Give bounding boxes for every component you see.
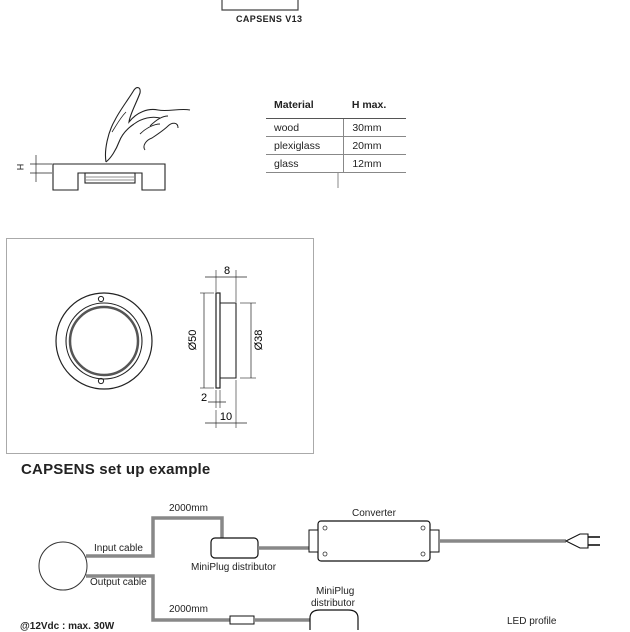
dim-flange: 2 — [201, 392, 207, 404]
sensor-side-view — [200, 270, 256, 428]
led-profile-label: LED profile — [507, 616, 557, 627]
table-row: glass 12mm — [266, 154, 406, 173]
dimension-h-label: H — [15, 163, 26, 171]
setup-section-title: CAPSENS set up example — [21, 461, 211, 478]
power-plug — [564, 533, 589, 549]
dim-outer-diameter: Ø50 — [187, 330, 199, 351]
table-header-row: Material H max. — [266, 95, 406, 119]
table-cell: 30mm — [343, 118, 406, 137]
sensor-front-view — [55, 292, 153, 390]
cable-length-bottom-label: 2000mm — [169, 604, 208, 615]
output-cable-label: Output cable — [90, 577, 147, 588]
sensor-disc — [38, 541, 88, 591]
setup-diagram — [38, 516, 600, 630]
table-cell: 20mm — [343, 136, 406, 155]
distributor-label: MiniPlug distributor — [191, 562, 277, 573]
drawing-frame — [6, 238, 314, 454]
table-row: plexiglass 20mm — [266, 136, 406, 155]
dim-inner-diameter: Ø38 — [253, 330, 265, 351]
miniplug-distributor-2 — [309, 609, 359, 630]
miniplug-distributor — [210, 537, 259, 559]
converter-label: Converter — [352, 508, 396, 519]
touch-diagram — [30, 87, 191, 191]
dim-width-top: 8 — [224, 265, 230, 277]
table-header-hmax: H max. — [343, 95, 406, 119]
table-cell: glass — [266, 154, 344, 173]
table-cell: 12mm — [343, 154, 406, 173]
table-cell: wood — [266, 118, 344, 137]
table-cell: plexiglass — [266, 136, 344, 155]
product-frame-remnant — [221, 0, 299, 11]
table-header-material: Material — [266, 95, 344, 119]
cable-length-top-label: 2000mm — [169, 503, 208, 514]
material-table: Material H max. wood 30mm plexiglass 20m… — [266, 95, 406, 173]
dim-depth: 10 — [220, 411, 232, 423]
input-cable-label: Input cable — [94, 543, 143, 554]
distributor2-label-line2: distributor — [311, 598, 355, 609]
power-note: @12Vdc : max. 30W — [20, 621, 115, 632]
product-caption: CAPSENS V13 — [236, 14, 303, 24]
distributor2-label-line1: MiniPlug — [316, 586, 355, 597]
table-row: wood 30mm — [266, 118, 406, 137]
converter-box — [317, 520, 431, 562]
